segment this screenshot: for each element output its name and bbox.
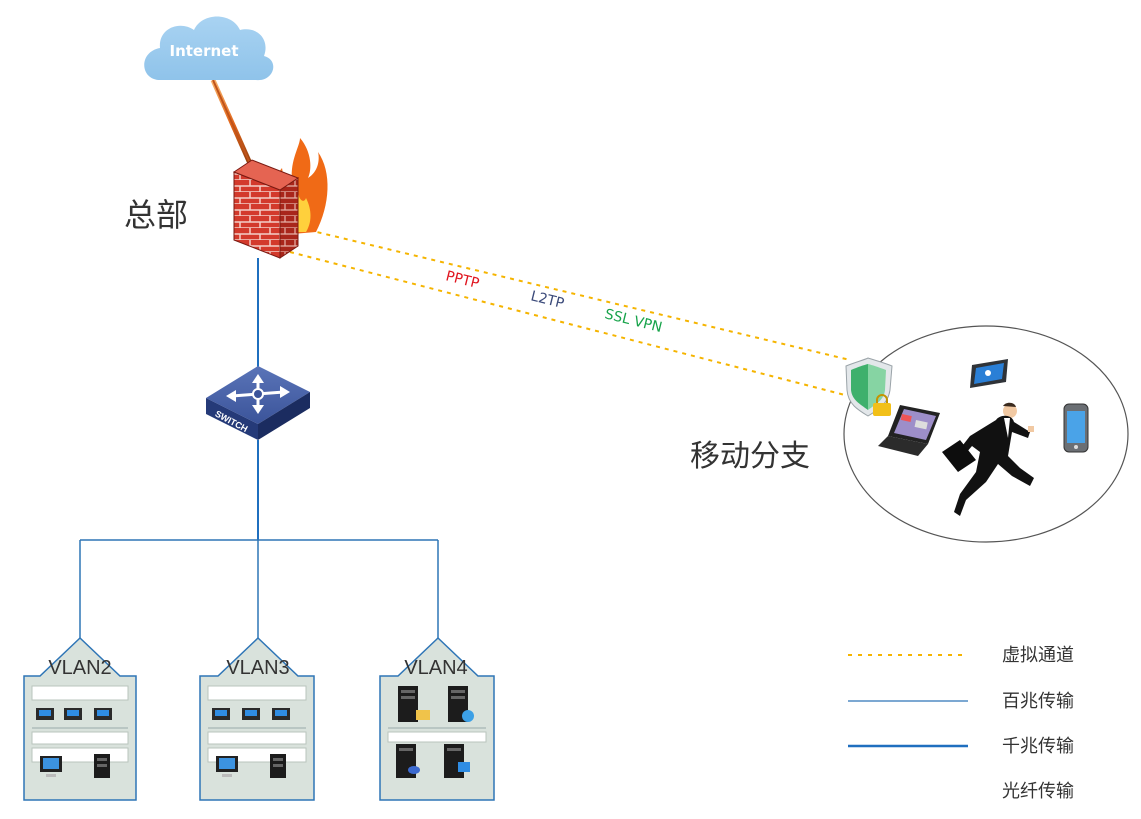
laptop-icon (878, 405, 940, 456)
virtual-tunnel-1 (299, 227, 851, 361)
legend-virtual-label: 虚拟通道 (1002, 645, 1074, 666)
legend-fast-label: 百兆传输 (1002, 691, 1074, 712)
pc-row-icon (36, 708, 112, 720)
server-icon (270, 754, 286, 778)
fiber-link-core (212, 79, 253, 169)
internet-label: Internet (169, 42, 238, 60)
legend-fiber-label: 光纤传输 (1002, 781, 1074, 802)
tunnel-label-pptp: PPTP (444, 268, 481, 292)
pc-icon (40, 756, 62, 777)
businessman-icon (942, 402, 1034, 516)
vlan-block-3: VLAN3 (199, 636, 315, 801)
vlan-block-4: VLAN4 (379, 636, 495, 801)
phone-icon (1063, 403, 1089, 453)
vlan3-label: VLAN3 (226, 657, 289, 679)
cloud-icon (144, 16, 274, 81)
server-icon (444, 744, 470, 778)
tablet-icon (970, 359, 1008, 388)
pc-icon (216, 756, 238, 777)
legend-gigabit-label: 千兆传输 (1002, 736, 1074, 757)
vlan4-label: VLAN4 (404, 657, 467, 679)
server-icon (94, 754, 110, 778)
server-icon (398, 686, 430, 722)
tunnel-label-l2tp: L2TP (529, 288, 566, 312)
firewall-icon (232, 138, 328, 259)
mobile-label: 移动分支 (690, 439, 810, 474)
legend: 虚拟通道 百兆传输 千兆传输 光纤传输 (848, 645, 1074, 802)
pc-row-icon (212, 708, 290, 720)
server-icon (448, 686, 474, 722)
tunnel-label-sslvpn: SSL VPN (603, 306, 664, 336)
vlan-block-2: VLAN2 (23, 636, 137, 801)
server-icon (396, 744, 420, 778)
hq-label: 总部 (124, 196, 188, 234)
shield-lock-icon (845, 357, 893, 417)
vlan2-label: VLAN2 (48, 657, 111, 679)
virtual-tunnel-2 (289, 251, 846, 396)
switch-icon (206, 366, 310, 440)
